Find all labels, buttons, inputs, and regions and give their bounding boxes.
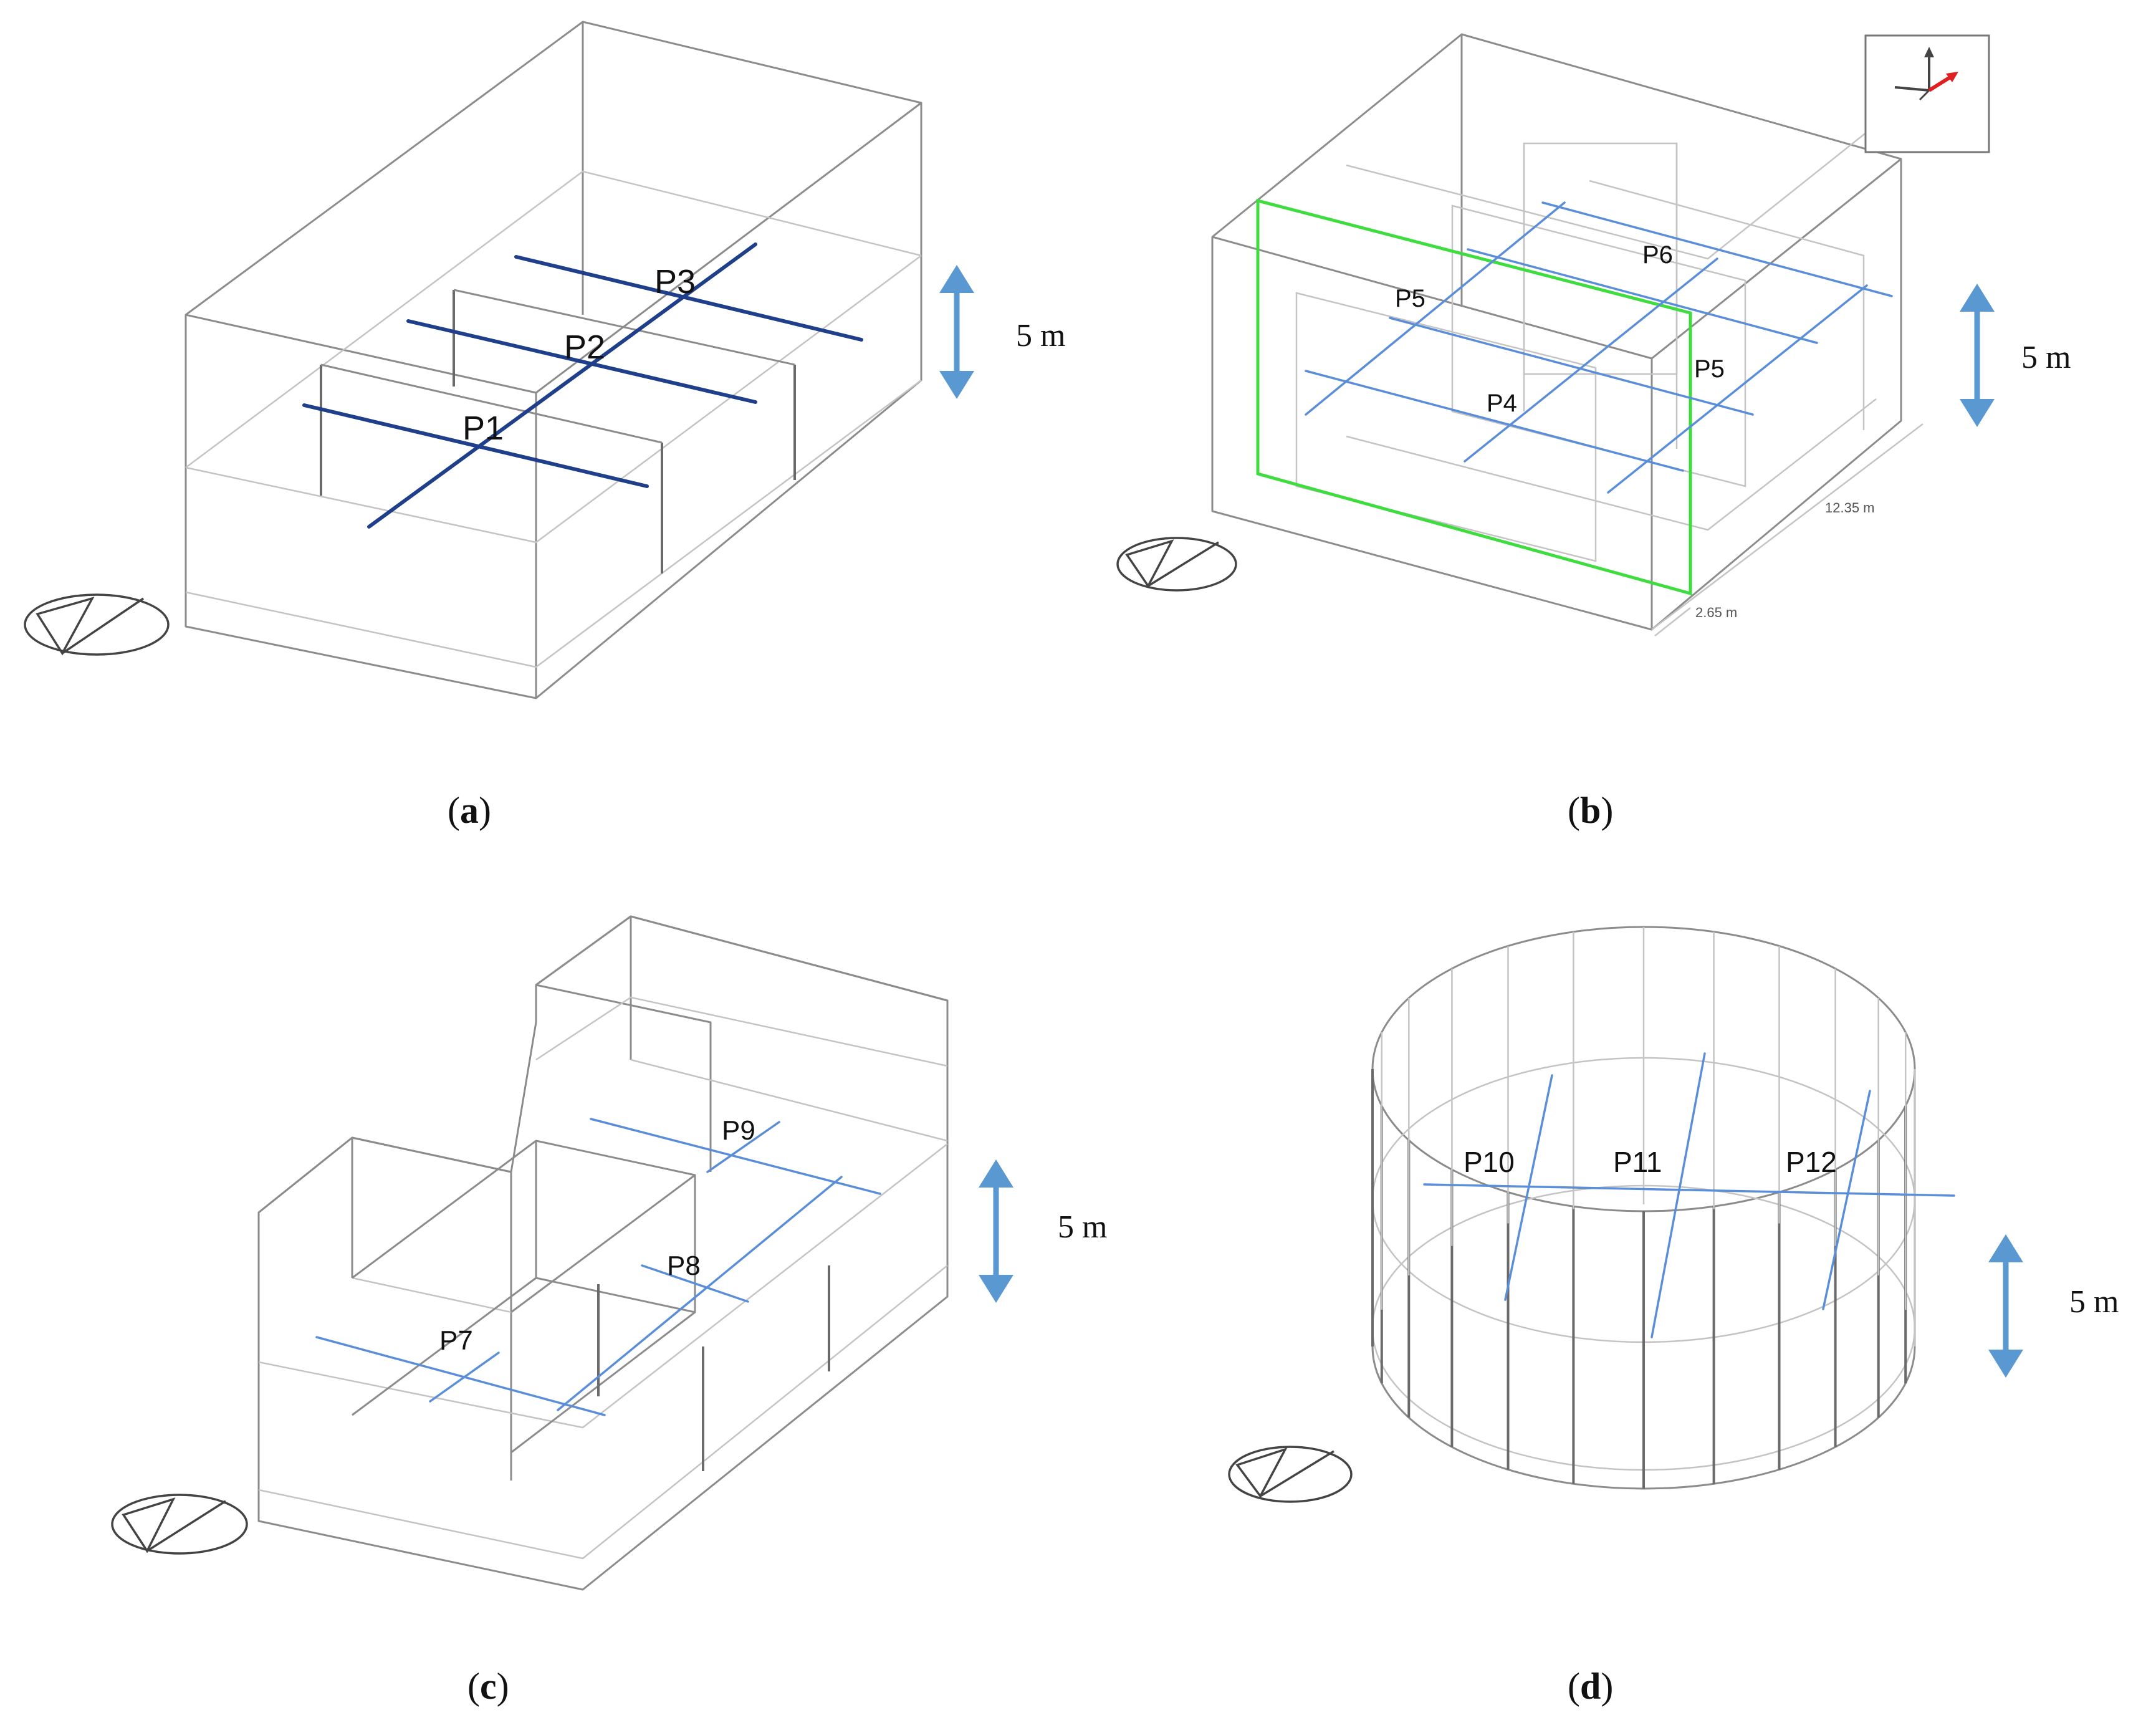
dimension-lines-b (1651, 423, 1924, 636)
scale-label-c: 5 m (1058, 1209, 1107, 1245)
north-compass-icon (111, 1494, 248, 1555)
probe-label-p9: P9 (722, 1115, 755, 1146)
scale-arrow-b (1960, 284, 1995, 427)
scale-label-b: 5 m (2021, 340, 2071, 375)
probe-label-p8: P8 (667, 1250, 701, 1281)
caption-c: (c) (467, 1666, 509, 1707)
probe-line-transverse-c1 (429, 1351, 500, 1403)
probe-line-p8 (641, 1264, 749, 1303)
north-compass-icon (1116, 537, 1237, 592)
probe-line-longitudinal-a (367, 242, 757, 529)
building-wireframe-c (257, 915, 949, 1591)
probe-label-p1: P1 (462, 410, 504, 447)
caption-d: (d) (1568, 1666, 1613, 1707)
scale-arrow-c (979, 1159, 1013, 1303)
probe-line-p1 (302, 403, 649, 488)
probe-line-p4 (1305, 370, 1684, 472)
probe-line-longitudinal-c1 (557, 1176, 843, 1411)
probe-label-p5-right: P5 (1694, 355, 1725, 383)
probe-lines-a (302, 242, 863, 529)
probe-label-p12: P12 (1786, 1146, 1837, 1178)
caption-b: (b) (1568, 790, 1613, 831)
north-compass-icon (24, 593, 170, 656)
panel-c: P7 P8 P9 5 m (c) (111, 915, 1107, 1707)
probe-lines-c (315, 1118, 881, 1416)
scale-arrow-d (1988, 1234, 2023, 1378)
probe-line-p2 (406, 319, 757, 404)
dimension-label-offset: 2.65 m (1695, 605, 1737, 620)
scale-arrow-a (939, 265, 974, 399)
panel-a: P1 P2 P3 5 m (a) (24, 21, 1065, 831)
probe-label-p10: P10 (1464, 1146, 1515, 1178)
probe-label-p3: P3 (654, 263, 696, 300)
probe-label-p11: P11 (1613, 1146, 1662, 1178)
probe-label-p2: P2 (564, 329, 605, 366)
axis-triad-icon (1864, 34, 1990, 153)
caption-a: (a) (448, 790, 491, 831)
probe-line-p5-right (1467, 248, 1818, 344)
scale-label-d: 5 m (2069, 1284, 2119, 1320)
probe-line-p9 (590, 1118, 881, 1195)
probe-label-p5-left: P5 (1395, 285, 1425, 312)
dimension-label-length: 12.35 m (1825, 500, 1875, 516)
probe-line-longitudinal-b2 (1464, 257, 1718, 463)
probe-line-p3 (514, 255, 863, 342)
building-wireframe-a (184, 21, 922, 699)
building-wireframe-b (1211, 33, 1902, 631)
probe-lines-d (1423, 1052, 1955, 1338)
panel-d: P10 P11 P12 5 m (d) (1228, 926, 2119, 1707)
section-plane-frame (1256, 198, 1692, 596)
panel-b: 12.35 m 2.65 m P5 P6 P5 P4 (1116, 33, 2071, 831)
probe-label-p4: P4 (1487, 390, 1517, 417)
probe-line-p6 (1541, 201, 1893, 297)
probe-line-p11 (1651, 1052, 1706, 1338)
scale-label-a: 5 m (1016, 318, 1065, 353)
probe-label-p6: P6 (1642, 241, 1673, 269)
probe-lines-b (1305, 201, 1893, 494)
tank-ribs (1371, 927, 1916, 1489)
probe-line-longitudinal-b3 (1607, 284, 1868, 494)
probe-line-diameter-d (1423, 1183, 1955, 1197)
probe-label-p7: P7 (439, 1325, 473, 1356)
north-compass-icon (1228, 1446, 1353, 1503)
probe-line-transverse-c2 (706, 1121, 780, 1173)
probe-line-p7 (315, 1336, 606, 1416)
probe-line-p5-left (1389, 317, 1754, 416)
probe-line-longitudinal-b1 (1305, 201, 1566, 416)
probe-line-p12 (1822, 1090, 1871, 1310)
